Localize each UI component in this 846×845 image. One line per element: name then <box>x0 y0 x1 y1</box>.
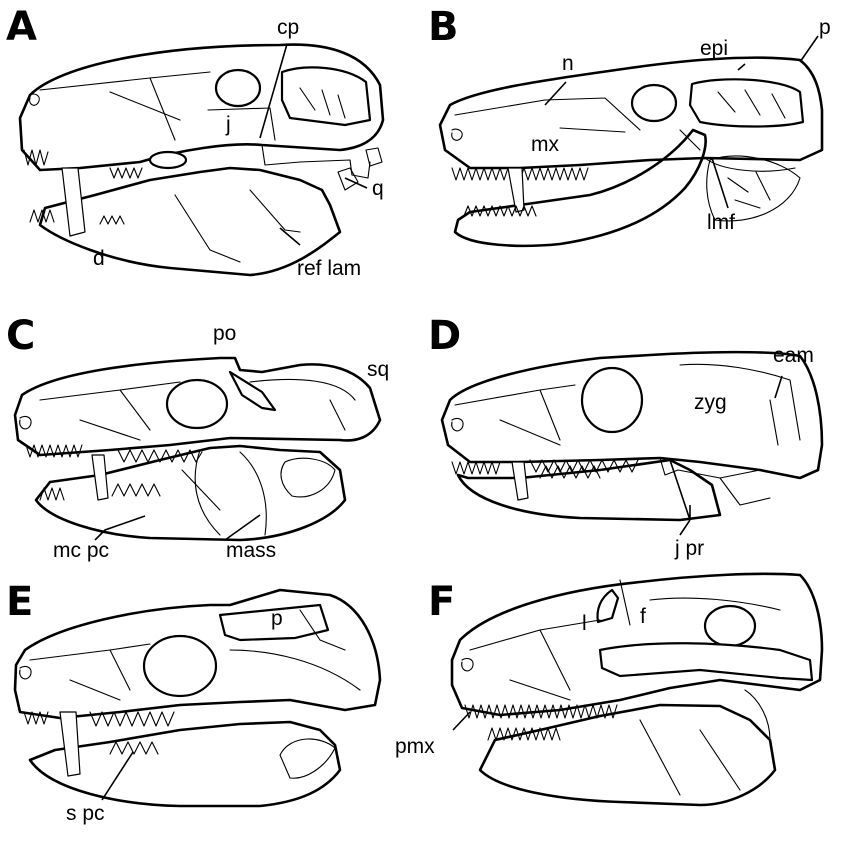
skull-drawing-a <box>20 45 383 275</box>
panel-letter-e: E <box>6 582 33 622</box>
label-ref-lam: ref lam <box>297 258 361 279</box>
label-zyg: zyg <box>694 392 727 413</box>
label-j: j <box>226 114 231 135</box>
label-lmf: lmf <box>707 212 735 233</box>
panel-letter-a: A <box>6 7 37 47</box>
label-d: d <box>93 248 105 269</box>
label-eam: eam <box>773 345 814 366</box>
label-mass: mass <box>226 540 276 561</box>
label-po: po <box>213 323 236 344</box>
label-n: n <box>562 53 574 74</box>
skull-drawing-f <box>452 574 822 805</box>
skull-drawing-c <box>15 358 380 540</box>
panel-letter-b: B <box>428 7 459 47</box>
label-mx: mx <box>531 134 559 155</box>
label-q: q <box>372 178 384 199</box>
label-mc-pc: mc pc <box>53 540 109 561</box>
label-sq: sq <box>367 359 389 380</box>
label-pmx: pmx <box>395 736 435 757</box>
label-s-pc: s pc <box>66 803 105 824</box>
skull-drawing-b <box>440 58 822 246</box>
label-cp: cp <box>277 17 299 38</box>
panel-letter-d: D <box>428 316 461 356</box>
panel-letter-c: C <box>6 316 35 356</box>
label-p: p <box>819 17 831 38</box>
label-epi: epi <box>700 38 728 59</box>
skull-drawing-d <box>442 352 822 520</box>
label-p-e: p <box>271 608 283 629</box>
panel-letter-f: F <box>428 582 455 622</box>
label-j-pr: j pr <box>675 538 704 559</box>
label-f: f <box>640 606 646 627</box>
label-l: l <box>582 613 587 634</box>
skull-drawing-e <box>15 590 380 806</box>
